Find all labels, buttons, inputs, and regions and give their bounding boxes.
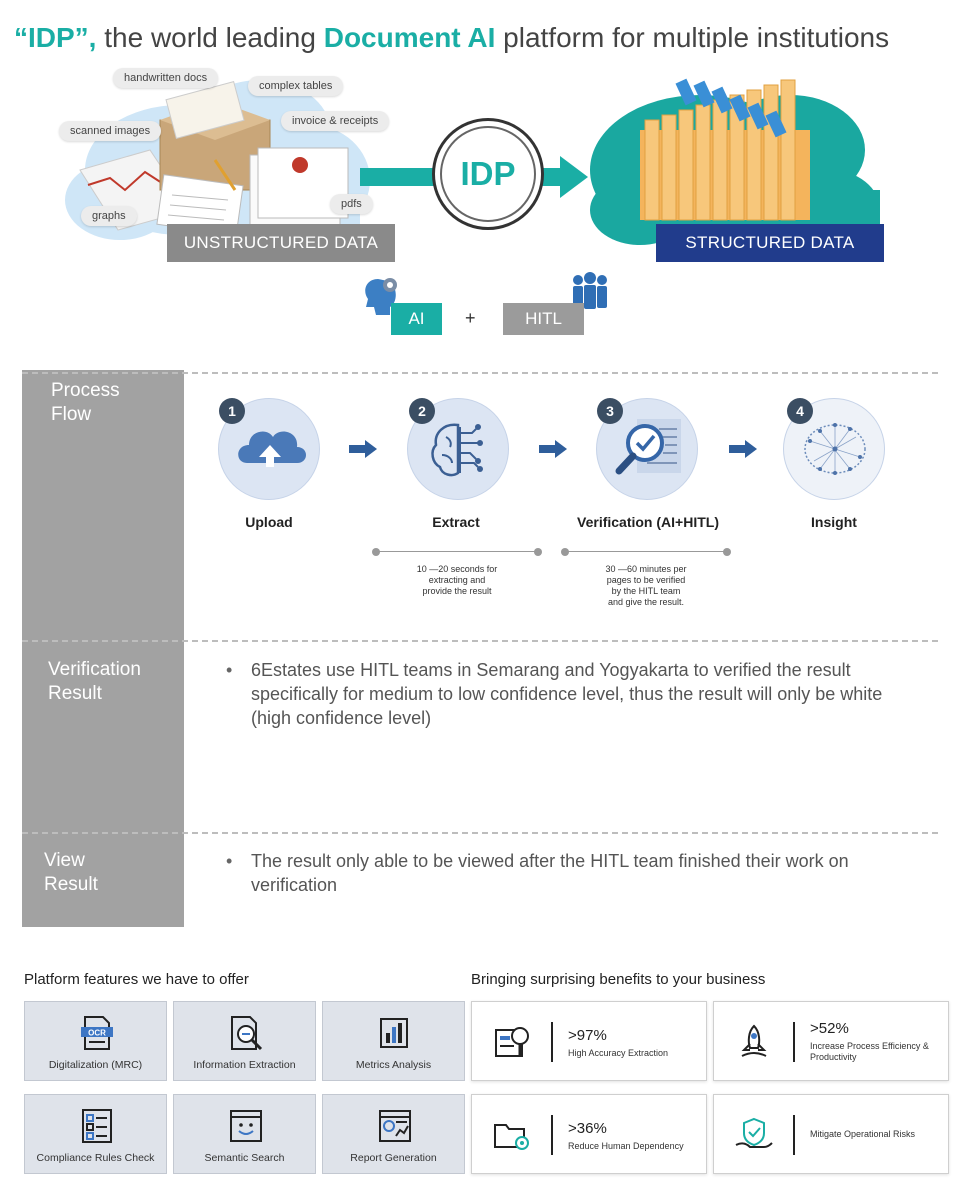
ai-pill: AI [391,303,442,335]
brain-network-icon [804,423,866,475]
rocket-icon [741,1024,767,1057]
extract-note: 10 —20 seconds for extracting and provid… [416,564,498,596]
step-3-number: 3 [597,398,623,424]
idp-badge: IDP [432,118,544,230]
feature-report-generation: Report Generation [322,1094,465,1174]
step-3-circle [596,398,698,500]
step-2-number: 2 [409,398,435,424]
team-people-icon [573,272,607,309]
headline-idp: “IDP”, [14,22,97,53]
file-folders-icon [640,78,810,221]
benefits-title: Bringing surprising benefits to your bus… [471,971,766,988]
step-1-number: 1 [219,398,245,424]
magnifier-document-icon [495,1027,529,1057]
feature-label: Metrics Analysis [355,1059,432,1071]
divider-top [22,372,938,374]
documents-pile-icon [79,81,349,236]
benefit-desc: High Accuracy Extraction [568,1048,669,1058]
step-3-label: Verification (AI+HITL) [577,514,719,530]
tag-graphs: graphs [81,206,137,226]
feature-semantic-search: Semantic Search [173,1094,316,1174]
step-1-label: Upload [245,514,293,530]
ai-head-icon [365,278,397,315]
step-2-label: Extract [432,514,480,530]
verification-timeline [561,547,731,557]
benefit-value: >36% [568,1120,607,1137]
tag-complex-tables: complex tables [248,76,344,96]
idp-badge-label: IDP [440,126,536,222]
brain-circuit-icon [431,423,483,477]
benefit-efficiency: >52% Increase Process Efficiency & Produ… [713,1001,949,1081]
tag-scanned-images: scanned images [59,121,162,141]
feature-digitalization: OCR Digitalization (MRC) [24,1001,167,1081]
step-4-label: Insight [811,514,857,530]
extract-timeline [372,547,542,557]
benefit-desc: Mitigate Operational Risks [810,1129,916,1139]
benefit-separator [793,1022,795,1062]
benefit-separator [551,1022,553,1062]
benefit-value: >97% [568,1027,607,1044]
plus-sign: + [465,308,476,328]
headline-document-ai: Document AI [323,22,496,53]
feature-label: Semantic Search [204,1152,285,1164]
verification-note: 30 —60 minutes per pages to be verified … [605,564,687,607]
step-4-number: 4 [787,398,813,424]
report-window-icon [379,1110,411,1142]
arrow-right-icon [729,440,757,458]
tag-pdfs: pdfs [330,194,373,214]
bar-chart-icon [380,1018,408,1048]
benefit-accuracy: >97% High Accuracy Extraction [471,1001,707,1081]
divider-bottom [22,832,938,834]
shield-hand-icon [735,1117,773,1148]
feature-compliance-rules-check: Compliance Rules Check [24,1094,167,1174]
divider-middle [22,640,938,642]
cloud-upload-icon [238,431,306,467]
feature-label: Compliance Rules Check [36,1152,155,1164]
hero-illustration: handwritten docs complex tables scanned … [0,60,965,350]
headline-text-1: the world leading [96,22,324,53]
headline-text-2: platform for multiple institutions [495,22,890,53]
svg-text:OCR: OCR [88,1029,106,1038]
view-result-label: View Result [44,850,98,895]
arrow-right-icon [349,440,377,458]
benefit-human-dependency: >36% Reduce Human Dependency [471,1094,707,1174]
structured-data-label: STRUCTURED DATA [656,224,884,262]
document-verify-icon [615,419,681,475]
benefit-desc: Reduce Human Dependency [568,1141,684,1151]
section-sidebar [22,370,184,927]
benefit-value: >52% [810,1020,849,1037]
feature-information-extraction: Information Extraction [173,1001,316,1081]
unstructured-data-label: UNSTRUCTURED DATA [167,224,395,262]
ocr-document-icon: OCR [81,1016,113,1050]
view-result-text: The result only able to be viewed after … [226,849,906,897]
checklist-icon [82,1109,112,1143]
feature-label: Report Generation [350,1152,437,1164]
benefit-separator [793,1115,795,1155]
folder-gear-icon [494,1124,529,1150]
benefit-desc: Increase Process Efficiency & Productivi… [810,1041,929,1062]
benefit-operational-risks: Mitigate Operational Risks [713,1094,949,1174]
document-search-icon [231,1016,263,1051]
feature-metrics-analysis: Metrics Analysis [322,1001,465,1081]
arrow-right-icon [539,440,567,458]
benefit-separator [551,1115,553,1155]
headline: “IDP”, the world leading Document AI pla… [14,20,954,56]
tag-handwritten-docs: handwritten docs [113,68,219,88]
verification-result-text: 6Estates use HITL teams in Semarang and … [226,658,906,730]
feature-label: Information Extraction [193,1059,296,1071]
smiley-window-icon [230,1110,262,1142]
feature-label: Digitalization (MRC) [48,1059,143,1071]
hitl-pill: HITL [503,303,584,335]
tag-invoice-receipts: invoice & receipts [281,111,390,131]
process-flow-label: Process Flow [51,380,120,425]
features-title: Platform features we have to offer [24,971,249,988]
verification-result-label: Verification Result [48,659,141,704]
